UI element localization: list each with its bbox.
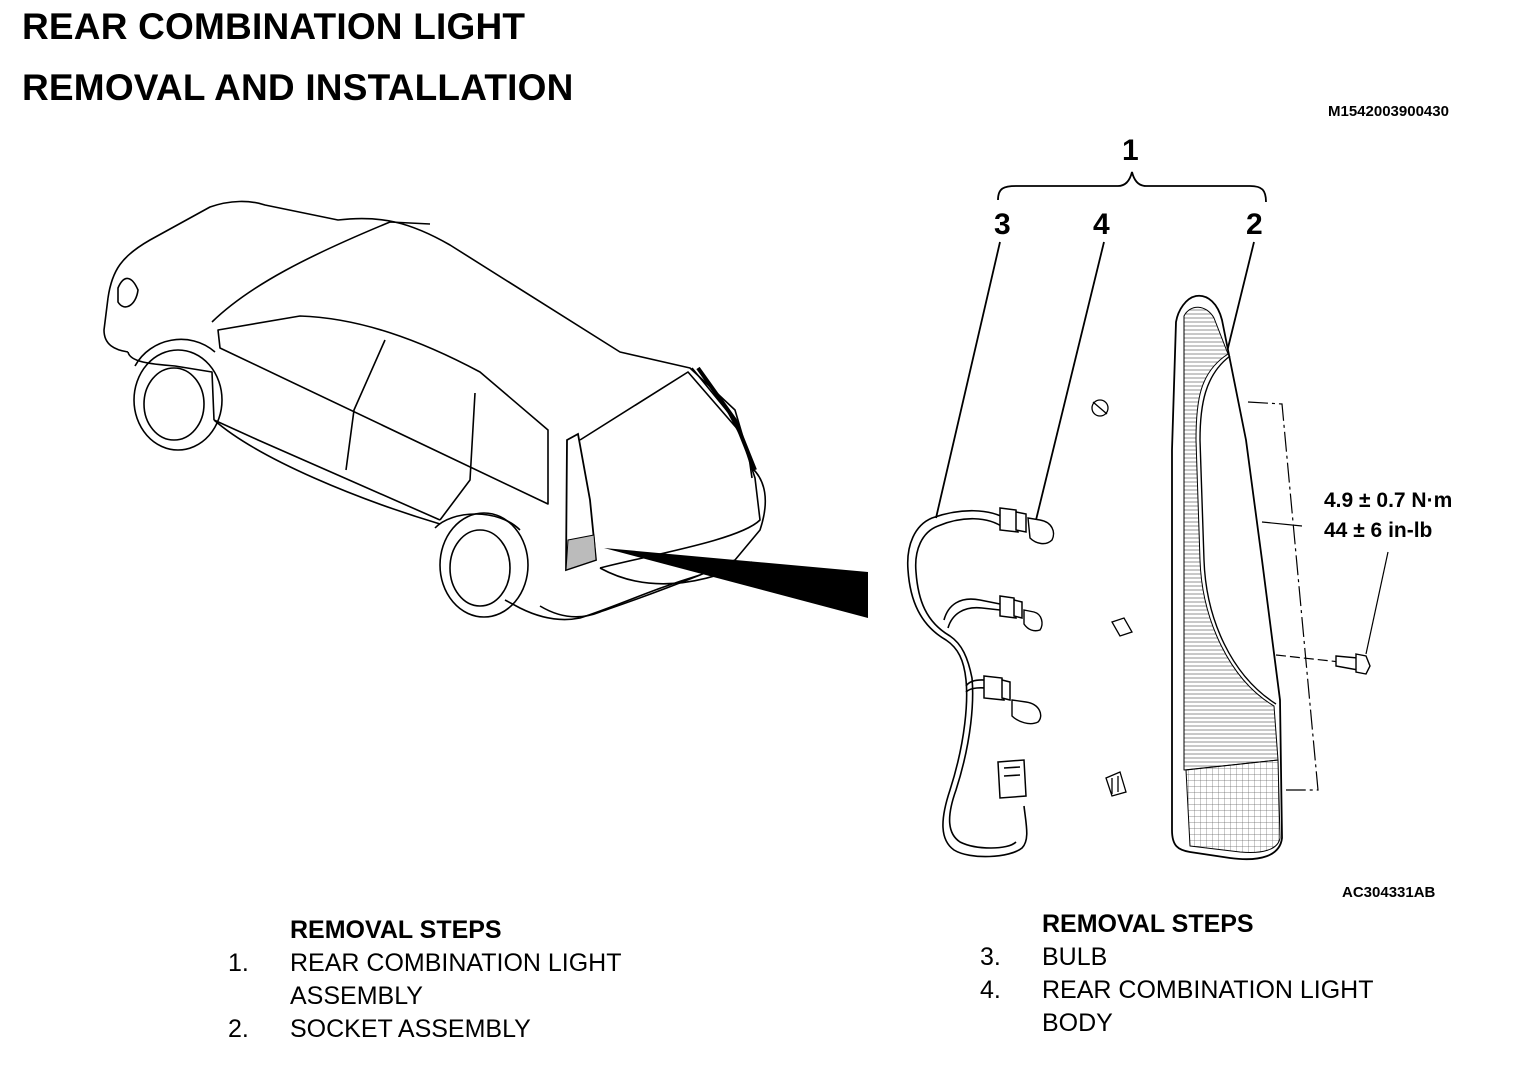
vehicle-outline	[103, 200, 767, 621]
step-number: 2.	[228, 1015, 249, 1043]
detail-pointer	[604, 548, 868, 618]
step-number: 4.	[980, 976, 1001, 1004]
callout-2: 2	[1246, 208, 1263, 241]
removal-steps-right: REMOVAL STEPS 3. BULB 4. REAR COMBINATIO…	[980, 908, 1440, 1040]
callout-1: 1	[1122, 134, 1139, 167]
callout-bracket-1	[997, 171, 1267, 203]
page-subtitle: REMOVAL AND INSTALLATION	[22, 67, 574, 108]
step-text: BULB	[1042, 943, 1108, 971]
step-text-line: BODY	[1042, 1009, 1113, 1037]
step-text-line: ASSEMBLY	[290, 982, 423, 1010]
step-text: SOCKET ASSEMBLY	[290, 1015, 531, 1043]
step-text: REAR COMBINATION LIGHT BODY	[1042, 974, 1440, 1040]
removal-steps-heading: REMOVAL STEPS	[290, 916, 502, 944]
torque-metric: 4.9 ± 0.7 N·m	[1324, 489, 1453, 512]
figure-code: AC304331AB	[1342, 884, 1436, 901]
step-text: REAR COMBINATION LIGHT ASSEMBLY	[290, 947, 688, 1013]
callout-4: 4	[1093, 208, 1110, 241]
step-text-line: REAR COMBINATION LIGHT	[1042, 976, 1374, 1004]
mounting-screw	[1335, 653, 1371, 675]
document-code: M1542003900430	[1328, 103, 1449, 120]
removal-steps-heading: REMOVAL STEPS	[1042, 910, 1254, 938]
step-number: 1.	[228, 949, 249, 977]
step-item: 3. BULB	[980, 941, 1440, 974]
torque-imperial: 44 ± 6 in-lb	[1324, 519, 1433, 542]
bulb-sockets	[983, 507, 1027, 799]
step-item: 2. SOCKET ASSEMBLY	[228, 1013, 688, 1046]
leader-line-2	[1225, 241, 1255, 357]
page-title: REAR COMBINATION LIGHT	[22, 6, 526, 47]
leader-line-4	[1035, 241, 1105, 521]
callout-3: 3	[994, 208, 1011, 241]
torque-spec: 4.9 ± 0.7 N·m 44 ± 6 in-lb	[1324, 486, 1452, 546]
step-text-line: REAR COMBINATION LIGHT	[290, 949, 622, 977]
step-item: 1. REAR COMBINATION LIGHT ASSEMBLY	[228, 947, 688, 1013]
removal-steps-left: REMOVAL STEPS 1. REAR COMBINATION LIGHT …	[228, 914, 688, 1046]
leader-line-3	[935, 241, 1001, 519]
lamp-housing	[1171, 294, 1283, 861]
step-item: 4. REAR COMBINATION LIGHT BODY	[980, 974, 1440, 1040]
step-number: 3.	[980, 943, 1001, 971]
bulbs	[1011, 517, 1055, 725]
lamp-clips	[1091, 399, 1133, 797]
